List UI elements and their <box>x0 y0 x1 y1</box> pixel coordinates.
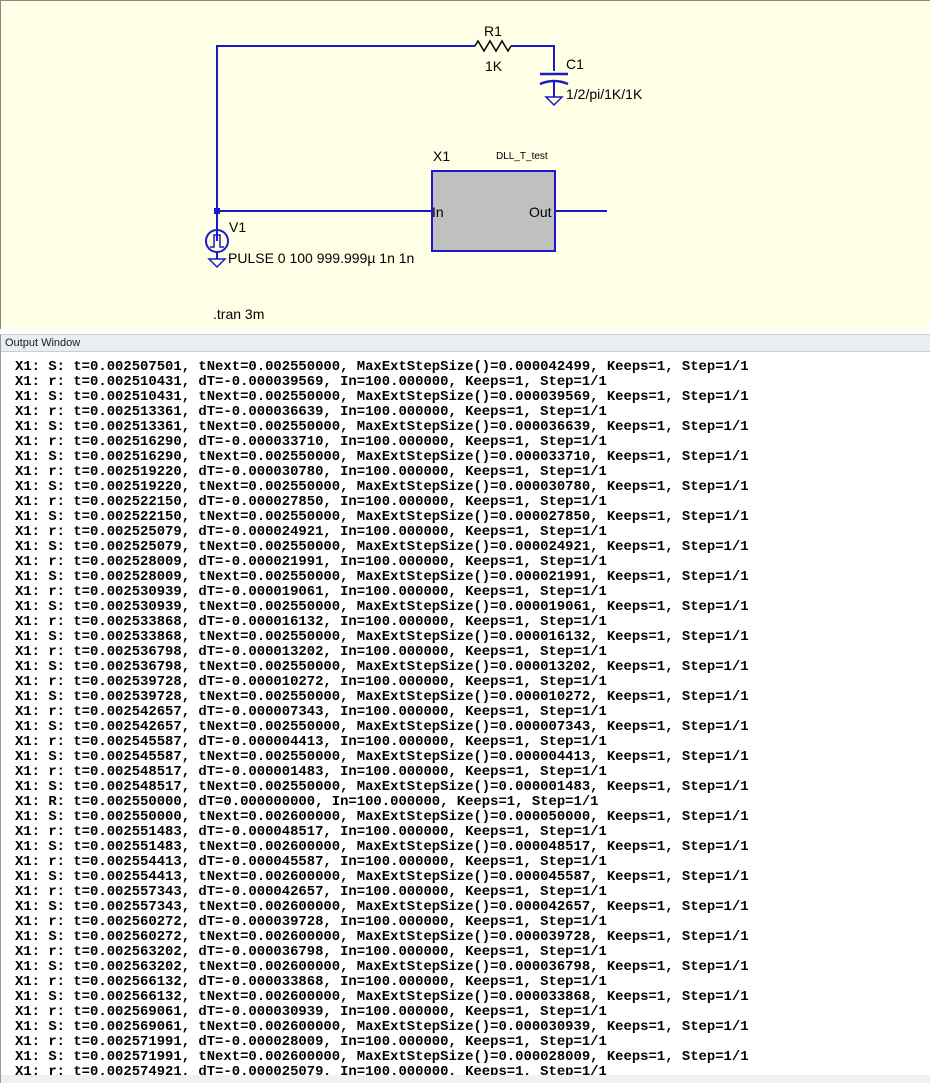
log-line: X1: r: t=0.002566132, dT=-0.000033868, I… <box>15 974 607 990</box>
log-line: X1: r: t=0.002569061, dT=-0.000030939, I… <box>15 1004 607 1020</box>
voltage-source-v1-symbol[interactable] <box>205 229 229 259</box>
log-line: X1: r: t=0.002519220, dT=-0.000030780, I… <box>15 464 607 480</box>
log-line: X1: r: t=0.002548517, dT=-0.000001483, I… <box>15 764 607 780</box>
log-line: X1: r: t=0.002571991, dT=-0.000028009, I… <box>15 1034 607 1050</box>
wire-r1-c1[interactable] <box>511 45 555 71</box>
horizontal-scrollbar[interactable] <box>1 1075 930 1083</box>
log-line: X1: r: t=0.002522150, dT=-0.000027850, I… <box>15 494 607 510</box>
capacitor-c1-symbol[interactable] <box>539 72 569 97</box>
log-line: X1: r: t=0.002551483, dT=-0.000048517, I… <box>15 824 607 840</box>
x1-name-label: X1 <box>433 148 451 164</box>
log-line: X1: r: t=0.002528009, dT=-0.000021991, I… <box>15 554 607 570</box>
schematic-drawing[interactable] <box>1 1 930 330</box>
log-line: X1: S: t=0.002550000, tNext=0.002600000,… <box>15 809 749 825</box>
log-line: X1: r: t=0.002574921, dT=-0.000025079, I… <box>15 1064 607 1076</box>
v1-value-label[interactable]: PULSE 0 100 999.999µ 1n 1n <box>228 250 415 266</box>
ground-v1-icon <box>207 258 227 269</box>
log-line: X1: S: t=0.002539728, tNext=0.002550000,… <box>15 689 749 705</box>
log-line: X1: S: t=0.002536798, tNext=0.002550000,… <box>15 659 749 675</box>
log-line: X1: S: t=0.002507501, tNext=0.002550000,… <box>15 360 749 375</box>
v1-name-label: V1 <box>229 219 247 235</box>
log-line: X1: S: t=0.002513361, tNext=0.002550000,… <box>15 419 749 435</box>
log-line: X1: r: t=0.002539728, dT=-0.000010272, I… <box>15 674 607 690</box>
subcircuit-x1-block[interactable] <box>431 170 556 252</box>
spice-directive[interactable]: .tran 3m <box>213 306 265 322</box>
output-window[interactable]: Output Window X1: S: t=0.002507501, tNex… <box>0 334 930 1083</box>
log-line: X1: S: t=0.002551483, tNext=0.002600000,… <box>15 839 749 855</box>
log-line: X1: S: t=0.002525079, tNext=0.002550000,… <box>15 539 749 555</box>
log-line: X1: S: t=0.002516290, tNext=0.002550000,… <box>15 449 749 465</box>
c1-name-label: C1 <box>566 56 584 72</box>
log-line: X1: S: t=0.002571991, tNext=0.002600000,… <box>15 1049 749 1065</box>
log-line: X1: S: t=0.002533868, tNext=0.002550000,… <box>15 629 749 645</box>
log-line: X1: r: t=0.002542657, dT=-0.000007343, I… <box>15 704 607 720</box>
output-log[interactable]: X1: S: t=0.002507501, tNext=0.002550000,… <box>15 360 925 1075</box>
log-line: X1: r: t=0.002525079, dT=-0.000024921, I… <box>15 524 607 540</box>
log-line: X1: r: t=0.002536798, dT=-0.000013202, I… <box>15 644 607 660</box>
log-line: X1: r: t=0.002563202, dT=-0.000036798, I… <box>15 944 607 960</box>
r1-value-label[interactable]: 1K <box>485 58 503 74</box>
log-line: X1: R: t=0.002550000, dT=0.000000000, In… <box>15 794 599 810</box>
log-line: X1: r: t=0.002530939, dT=-0.000019061, I… <box>15 584 607 600</box>
log-line: X1: S: t=0.002560272, tNext=0.002600000,… <box>15 929 749 945</box>
log-line: X1: r: t=0.002545587, dT=-0.000004413, I… <box>15 734 607 750</box>
schematic-canvas[interactable]: R1 1K C1 1/2/pi/1K/1K X1 DLL_T_test In O… <box>0 0 930 329</box>
x1-pin-out-label: Out <box>529 204 552 220</box>
log-line: X1: r: t=0.002516290, dT=-0.000033710, I… <box>15 434 607 450</box>
log-line: X1: S: t=0.002530939, tNext=0.002550000,… <box>15 599 749 615</box>
x1-pin-in-label: In <box>432 204 444 220</box>
log-line: X1: r: t=0.002533868, dT=-0.000016132, I… <box>15 614 607 630</box>
wire-left-top[interactable] <box>216 45 475 241</box>
log-line: X1: r: t=0.002557343, dT=-0.000042657, I… <box>15 884 607 900</box>
log-line: X1: S: t=0.002519220, tNext=0.002550000,… <box>15 479 749 495</box>
log-line: X1: r: t=0.002560272, dT=-0.000039728, I… <box>15 914 607 930</box>
junction-dot <box>214 208 220 214</box>
r1-name-label: R1 <box>484 23 502 39</box>
x1-model-label[interactable]: DLL_T_test <box>496 151 548 162</box>
log-line: X1: r: t=0.002510431, dT=-0.000039569, I… <box>15 374 607 390</box>
log-line: X1: r: t=0.002554413, dT=-0.000045587, I… <box>15 854 607 870</box>
log-line: X1: S: t=0.002566132, tNext=0.002600000,… <box>15 989 749 1005</box>
resistor-r1-symbol[interactable] <box>474 39 512 53</box>
wire-net[interactable] <box>216 45 607 241</box>
c1-value-label[interactable]: 1/2/pi/1K/1K <box>566 86 643 102</box>
log-line: X1: S: t=0.002548517, tNext=0.002550000,… <box>15 779 749 795</box>
log-line: X1: r: t=0.002513361, dT=-0.000036639, I… <box>15 404 607 420</box>
log-line: X1: S: t=0.002557343, tNext=0.002600000,… <box>15 899 749 915</box>
log-line: X1: S: t=0.002528009, tNext=0.002550000,… <box>15 569 749 585</box>
log-line: X1: S: t=0.002510431, tNext=0.002550000,… <box>15 389 749 405</box>
log-line: X1: S: t=0.002569061, tNext=0.002600000,… <box>15 1019 749 1035</box>
log-line: X1: S: t=0.002542657, tNext=0.002550000,… <box>15 719 749 735</box>
ground-c1-icon <box>544 96 564 107</box>
output-window-title: Output Window <box>1 334 930 352</box>
log-line: X1: S: t=0.002545587, tNext=0.002550000,… <box>15 749 749 765</box>
log-line: X1: S: t=0.002563202, tNext=0.002600000,… <box>15 959 749 975</box>
log-line: X1: S: t=0.002522150, tNext=0.002550000,… <box>15 509 749 525</box>
log-line: X1: S: t=0.002554413, tNext=0.002600000,… <box>15 869 749 885</box>
